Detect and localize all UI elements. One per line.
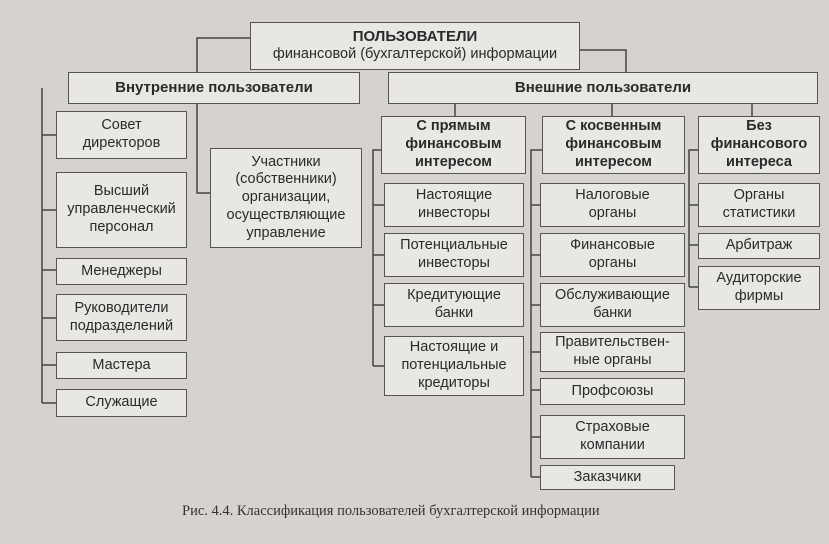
internal-item-board: Совет директоров	[56, 111, 187, 159]
indirect-item-service-banks: Обслуживающие банки	[540, 283, 685, 327]
indirect-item-trade-unions: Профсоюзы	[540, 378, 685, 405]
group-no-interest: Без финансового интереса	[698, 116, 820, 174]
group-direct-interest: С прямым финансовым интересом	[381, 116, 526, 174]
indirect-item-financial-authorities: Финансовые органы	[540, 233, 685, 277]
indirect-item-government: Правительствен- ные органы	[540, 332, 685, 372]
internal-item-department-heads: Руководители подразделений	[56, 294, 187, 341]
direct-item-lending-banks: Кредитующие банки	[384, 283, 524, 327]
internal-item-top-management: Высший управленческий персонал	[56, 172, 187, 248]
indirect-item-insurance: Страховые компании	[540, 415, 685, 459]
direct-item-potential-investors: Потенциальные инвесторы	[384, 233, 524, 277]
direct-item-creditors: Настоящие и потенциальные кредиторы	[384, 336, 524, 396]
root-to-external-line	[580, 49, 627, 76]
root-to-internal-line	[196, 37, 250, 72]
figure-caption: Рис. 4.4. Классификация пользователей бу…	[182, 503, 600, 519]
internal-item-managers: Менеджеры	[56, 258, 187, 285]
direct-item-current-investors: Настоящие инвесторы	[384, 183, 524, 227]
no-interest-item-arbitration: Арбитраж	[698, 233, 820, 259]
internal-item-foremen: Мастера	[56, 352, 187, 379]
no-interest-item-statistics: Органы статистики	[698, 183, 820, 227]
external-users-header: Внешние пользователи	[388, 72, 818, 104]
group-indirect-interest: С косвенным финансовым интересом	[542, 116, 685, 174]
group3-spine-line	[688, 149, 698, 287]
indirect-item-customers: Заказчики	[540, 465, 675, 490]
indirect-item-tax-authorities: Налоговые органы	[540, 183, 685, 227]
internal-item-employees: Служащие	[56, 389, 187, 417]
group1-spine-line	[372, 149, 381, 366]
group2-spine-line	[530, 149, 542, 477]
internal-users-header: Внутренние пользователи	[68, 72, 360, 104]
root-title: ПОЛЬЗОВАТЕЛИ	[352, 28, 478, 45]
internal-item-owners: Участники (собственники) организации, ос…	[210, 148, 362, 248]
root-box: ПОЛЬЗОВАТЕЛИ финансовой (бухгалтерской) …	[250, 22, 580, 70]
no-interest-item-audit-firms: Аудиторские фирмы	[698, 266, 820, 310]
root-subtitle: финансовой (бухгалтерской) информации	[272, 46, 558, 63]
owners-connector	[196, 100, 210, 194]
